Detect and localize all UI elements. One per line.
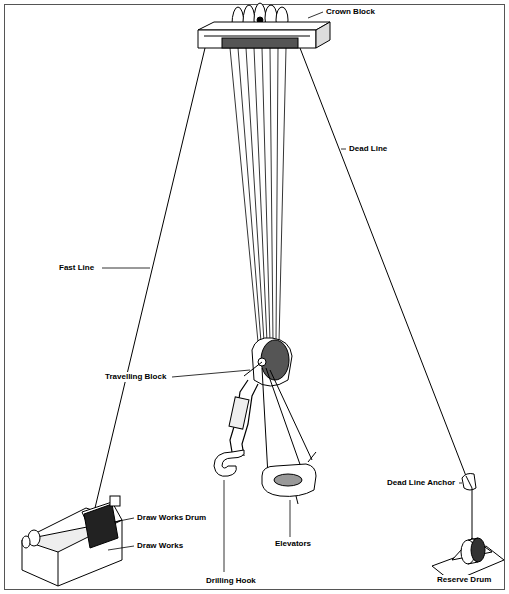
part-label: Travelling Block [104,372,167,382]
leader-lines [102,12,462,572]
draw-works [22,496,122,586]
elevators [262,368,316,504]
drilling-lines [230,48,286,342]
part-label: Elevators [274,539,312,549]
part-label: Reserve Drum [436,575,492,585]
part-label: Dead Line Anchor [386,478,456,488]
dead-line [300,48,466,476]
travelling-block [244,338,292,386]
part-label: Draw Works [136,541,184,551]
part-label: Dead Line [348,144,388,154]
frame-border [5,5,505,590]
reserve-line [472,488,473,544]
crown-block [198,3,330,48]
part-label: Fast Line [58,263,95,273]
part-label: Crown Block [325,7,376,17]
part-label: Draw Works Drum [136,513,207,523]
dead-line-anchor [462,474,476,491]
part-label: Drilling Hook [205,576,257,586]
drilling-hook [214,380,258,476]
fast-line [95,48,205,508]
